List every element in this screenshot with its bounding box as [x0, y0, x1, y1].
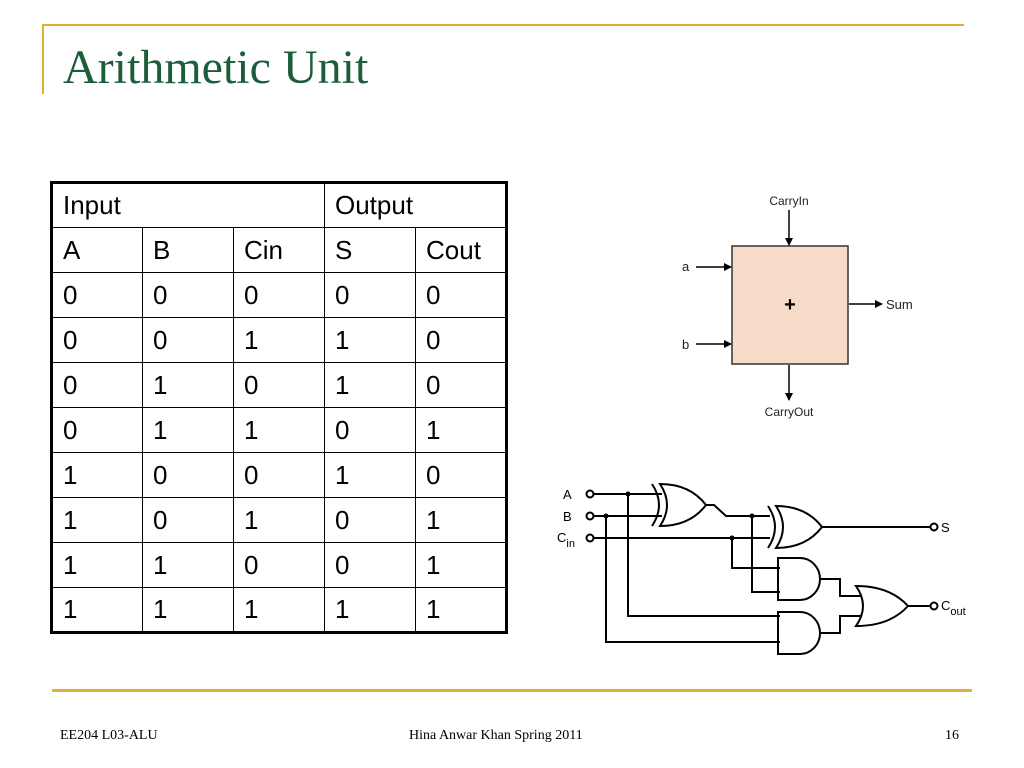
table-cell: 1	[324, 317, 416, 363]
adder-box	[731, 245, 849, 365]
circuit-input-cin-label: Cin	[557, 530, 575, 550]
output-group-header: Output	[324, 182, 507, 228]
carry-out-label: CarryOut	[765, 405, 814, 419]
input-a-label: a	[682, 259, 690, 274]
page-number: 16	[945, 728, 959, 743]
column-header-b: B	[142, 227, 234, 273]
table-cell: 0	[324, 272, 416, 318]
table-cell: 0	[415, 362, 507, 408]
plus-operator: +	[784, 294, 796, 316]
table-cell: 1	[415, 587, 507, 633]
table-cell: 1	[51, 542, 143, 588]
table-cell: 0	[324, 407, 416, 453]
table-cell: 1	[51, 452, 143, 498]
table-cell: 0	[51, 317, 143, 363]
table-group-header-row: Input Output	[51, 182, 507, 228]
table-cell: 1	[142, 362, 234, 408]
input-a-terminal	[585, 489, 595, 499]
footer-course: EE204 L03-ALU	[60, 728, 158, 743]
table-cell: 0	[415, 317, 507, 363]
table-cell: 1	[324, 587, 416, 633]
and-gate-1	[777, 557, 821, 601]
table-column-header-row: A B Cin S Cout	[51, 227, 507, 273]
table-cell: 1	[233, 497, 325, 543]
and-gate-2	[777, 611, 821, 655]
table-cell: 1	[233, 587, 325, 633]
table-cell: 0	[142, 272, 234, 318]
table-cell: 1	[415, 542, 507, 588]
carry-in-label: CarryIn	[769, 194, 808, 208]
table-cell: 1	[324, 362, 416, 408]
table-cell: 0	[51, 272, 143, 318]
table-cell: 0	[233, 272, 325, 318]
table-cell: 1	[142, 587, 234, 633]
top-rule	[42, 24, 964, 26]
output-cout-terminal	[929, 601, 939, 611]
table-cell: 1	[142, 407, 234, 453]
table-cell: 0	[324, 542, 416, 588]
footer-author: Hina Anwar Khan Spring 2011	[409, 728, 583, 743]
table-cell: 1	[142, 542, 234, 588]
table-cell: 0	[142, 317, 234, 363]
left-rule	[42, 24, 44, 94]
table-cell: 0	[233, 362, 325, 408]
table-cell: 1	[51, 497, 143, 543]
table-cell: 1	[415, 497, 507, 543]
circuit-input-a-label: A	[563, 487, 572, 502]
table-cell: 0	[142, 452, 234, 498]
table-cell: 0	[233, 452, 325, 498]
column-header-s: S	[324, 227, 416, 273]
xor-gate-2	[774, 504, 824, 550]
table-cell: 1	[415, 407, 507, 453]
table-cell: 1	[233, 407, 325, 453]
circuit-output-cout-label: Cout	[941, 598, 966, 618]
table-cell: 0	[142, 497, 234, 543]
input-group-header: Input	[51, 182, 325, 228]
column-header-cin: Cin	[233, 227, 325, 273]
bottom-rule	[52, 689, 972, 692]
circuit-output-s-label: S	[941, 520, 950, 535]
table-cell: 0	[51, 407, 143, 453]
table-cell: 0	[233, 542, 325, 588]
table-cell: 0	[415, 272, 507, 318]
table-cell: 1	[51, 587, 143, 633]
sum-label: Sum	[886, 297, 913, 312]
slide-title: Arithmetic Unit	[63, 41, 369, 94]
table-cell: 0	[415, 452, 507, 498]
input-b-terminal	[585, 511, 595, 521]
input-b-label: b	[682, 337, 689, 352]
circuit-input-b-label: B	[563, 509, 572, 524]
column-header-a: A	[51, 227, 143, 273]
column-header-cout: Cout	[415, 227, 507, 273]
output-s-terminal	[929, 522, 939, 532]
input-cin-terminal	[585, 533, 595, 543]
adder-block-diagram: CarryIn a b + Sum CarryOut	[682, 194, 913, 419]
or-gate	[854, 584, 910, 628]
table-cell: 1	[233, 317, 325, 363]
table-cell: 0	[51, 362, 143, 408]
table-cell: 0	[324, 497, 416, 543]
xor-gate-1	[658, 482, 708, 528]
table-cell: 1	[324, 452, 416, 498]
